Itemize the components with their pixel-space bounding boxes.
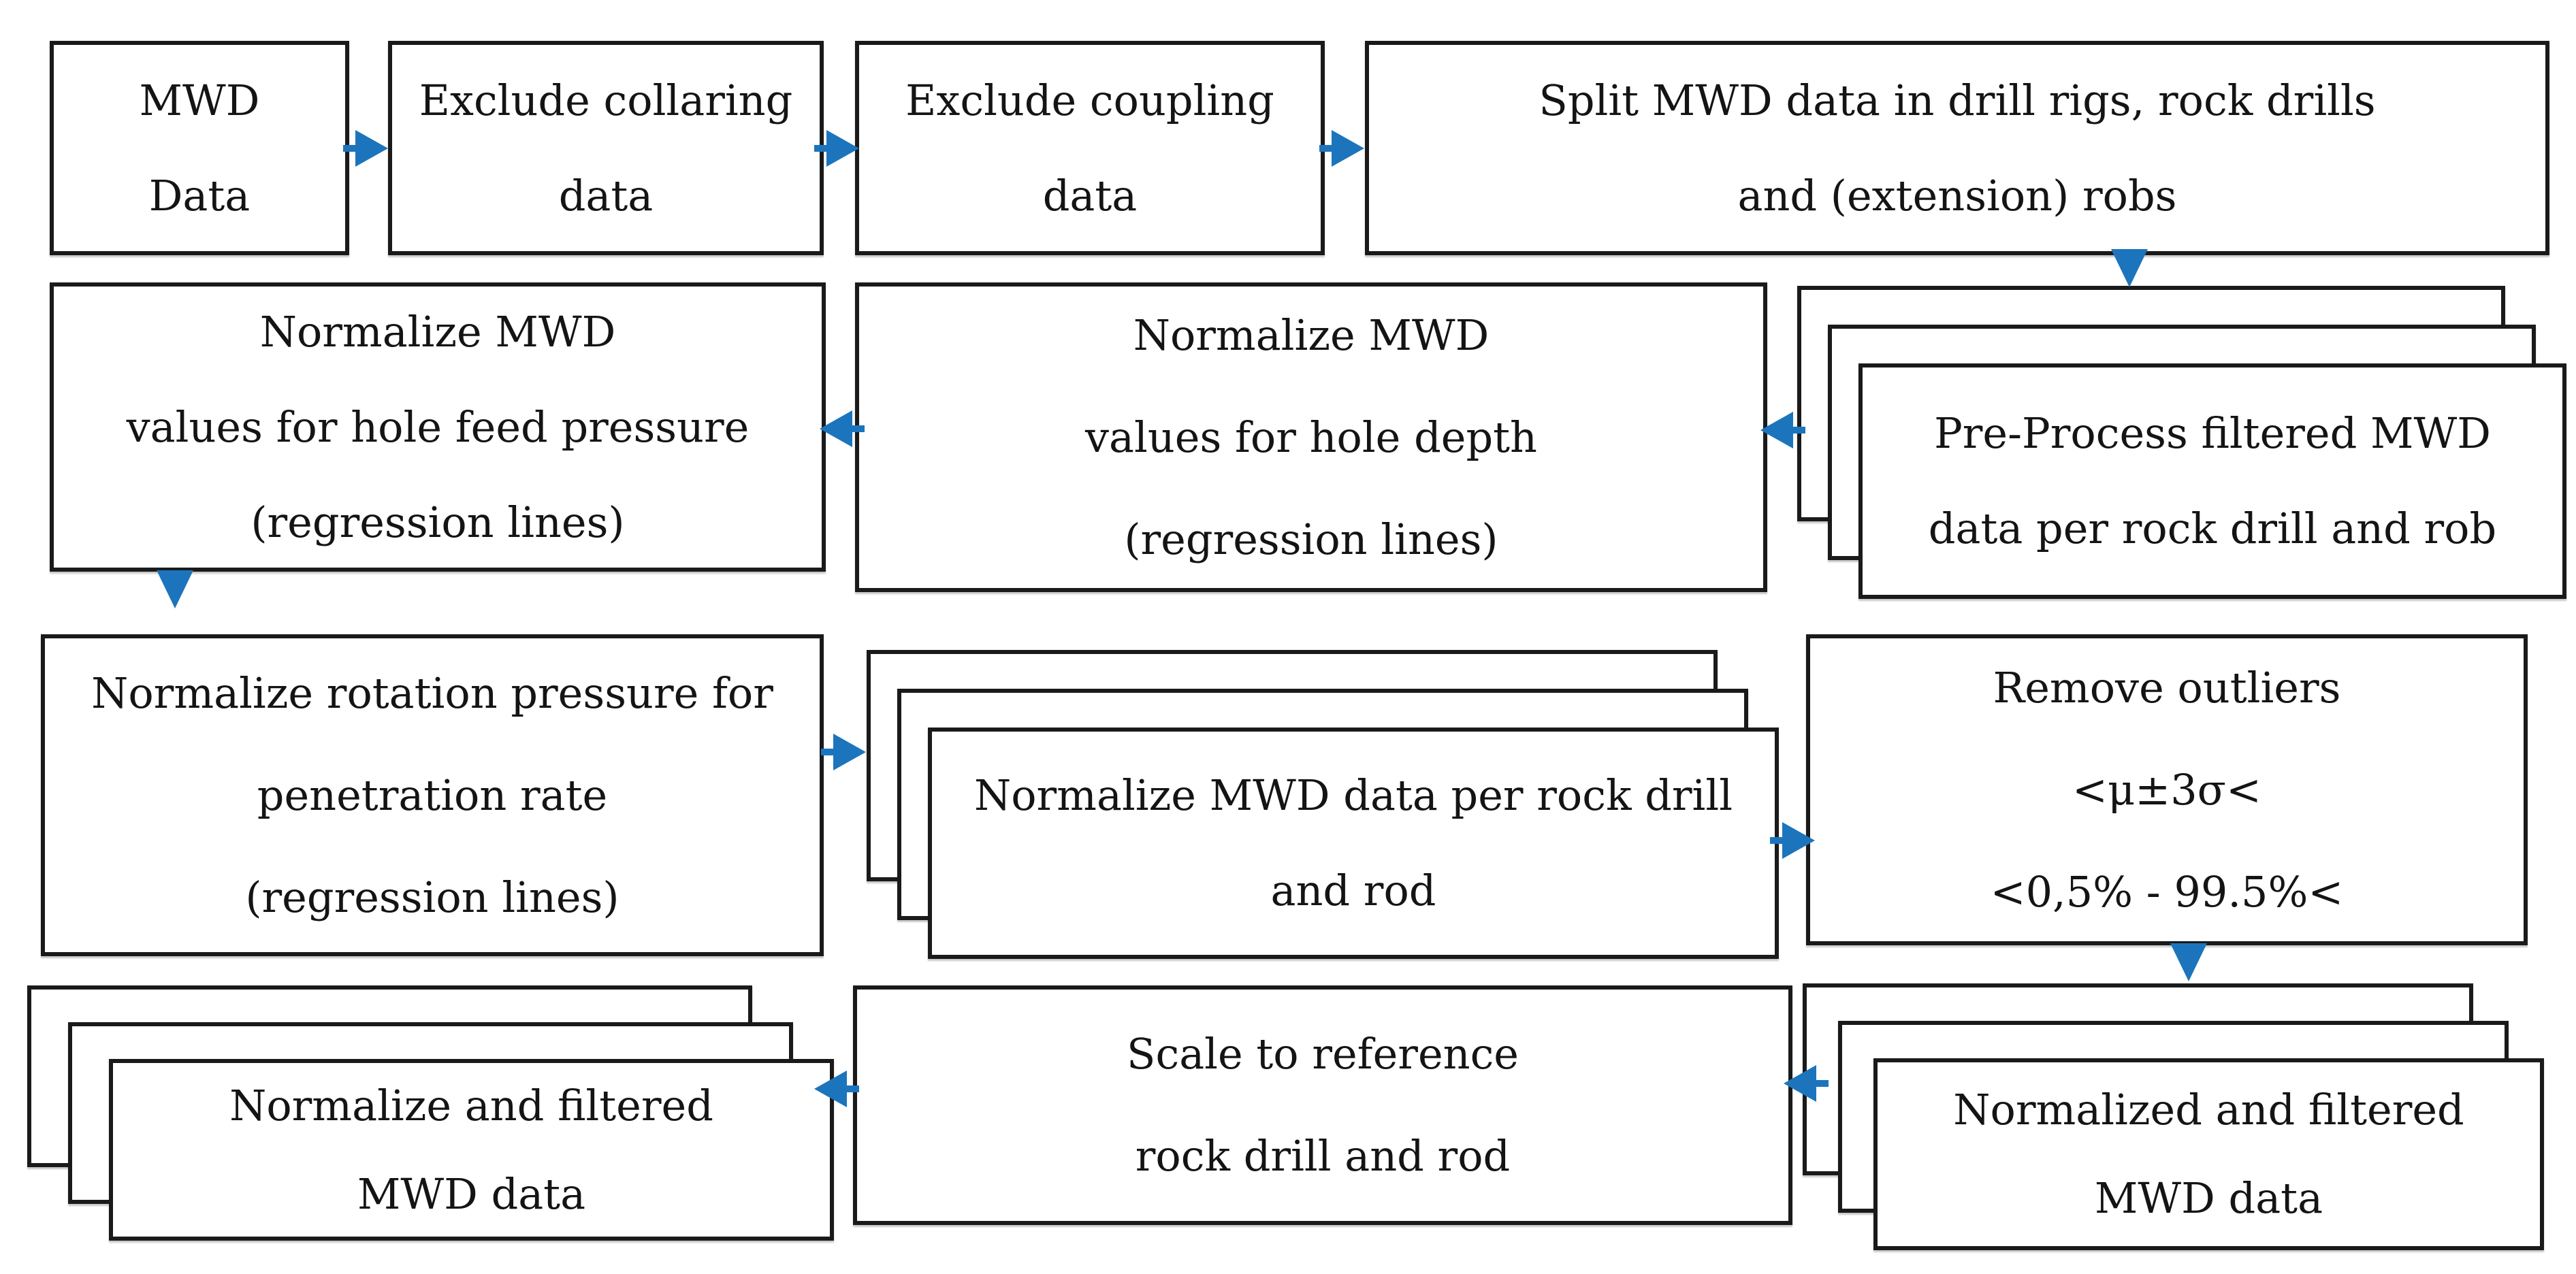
arrow-right-icon	[1770, 822, 1815, 859]
box-line: and (extension) robs	[1737, 170, 2177, 220]
box-exclude-collaring: Exclude collaring data	[388, 41, 824, 255]
box-normalize-feed-pressure: Normalize MWD values for hole feed press…	[50, 282, 826, 572]
box-line: Normalized and filtered	[1953, 1085, 2464, 1134]
box-line: values for hole feed pressure	[126, 402, 750, 452]
box-exclude-coupling: Exclude coupling data	[855, 41, 1325, 255]
arrow-right-icon	[814, 130, 859, 167]
box-line: (regression lines)	[251, 497, 625, 547]
box-split-mwd: Split MWD data in drill rigs, rock drill…	[1365, 41, 2549, 255]
box-line: rock drill and rod	[1135, 1131, 1511, 1181]
box-line: data	[1042, 170, 1138, 220]
box-normalized-filtered: Normalized and filtered MWD data	[1873, 1058, 2544, 1250]
box-line: Exclude coupling	[905, 75, 1274, 125]
arrow-left-icon	[820, 410, 865, 447]
box-line: data per rock drill and rob	[1928, 504, 2497, 553]
arrow-left-icon	[814, 1071, 859, 1107]
box-line: Scale to reference	[1127, 1029, 1519, 1079]
box-line: MWD data	[357, 1169, 586, 1219]
box-line: Pre-Process filtered MWD	[1934, 408, 2491, 458]
arrow-down-icon	[2111, 249, 2148, 287]
box-line: Exclude collaring	[419, 75, 793, 125]
box-line: Normalize MWD	[259, 306, 616, 357]
box-line: MWD	[139, 75, 260, 125]
box-line: Normalize MWD data per rock drill	[973, 770, 1733, 820]
box-line: values for hole depth	[1085, 412, 1537, 462]
box-line: Normalize rotation pressure for	[91, 668, 773, 718]
box-preprocess-filtered: Pre-Process filtered MWD data per rock d…	[1858, 363, 2566, 599]
arrow-down-icon	[2170, 943, 2207, 981]
arrow-right-icon	[1319, 130, 1364, 167]
box-line: Split MWD data in drill rigs, rock drill…	[1539, 75, 2376, 125]
box-normalize-filtered: Normalize and filtered MWD data	[109, 1059, 834, 1241]
box-normalize-per-drill: Normalize MWD data per rock drill and ro…	[928, 728, 1779, 959]
box-normalize-hole-depth: Normalize MWD values for hole depth (reg…	[855, 282, 1767, 592]
box-line: and rod	[1270, 866, 1436, 915]
arrow-down-icon	[157, 570, 193, 608]
box-line: Normalize and filtered	[229, 1080, 713, 1130]
arrow-left-icon	[1760, 412, 1805, 448]
arrow-right-icon	[821, 734, 866, 770]
box-line: Normalize MWD	[1133, 310, 1490, 360]
box-line: data	[558, 170, 654, 220]
box-normalize-rotation: Normalize rotation pressure for penetrat…	[41, 634, 824, 956]
box-mwd-data: MWD Data	[50, 41, 349, 255]
box-line: penetration rate	[257, 770, 608, 820]
box-line: Remove outliers	[1993, 662, 2341, 713]
box-line: <0,5% - 99.5%<	[1990, 866, 2344, 917]
box-line: (regression lines)	[245, 872, 619, 922]
box-line: <μ±3σ<	[2072, 764, 2261, 815]
box-scale-reference: Scale to reference rock drill and rod	[853, 985, 1792, 1225]
box-remove-outliers: Remove outliers <μ±3σ< <0,5% - 99.5%<	[1806, 634, 2528, 945]
arrow-left-icon	[1784, 1065, 1829, 1102]
box-line: (regression lines)	[1124, 514, 1498, 564]
arrow-right-icon	[343, 130, 388, 167]
box-line: MWD data	[2094, 1173, 2323, 1223]
box-line: Data	[148, 170, 251, 220]
